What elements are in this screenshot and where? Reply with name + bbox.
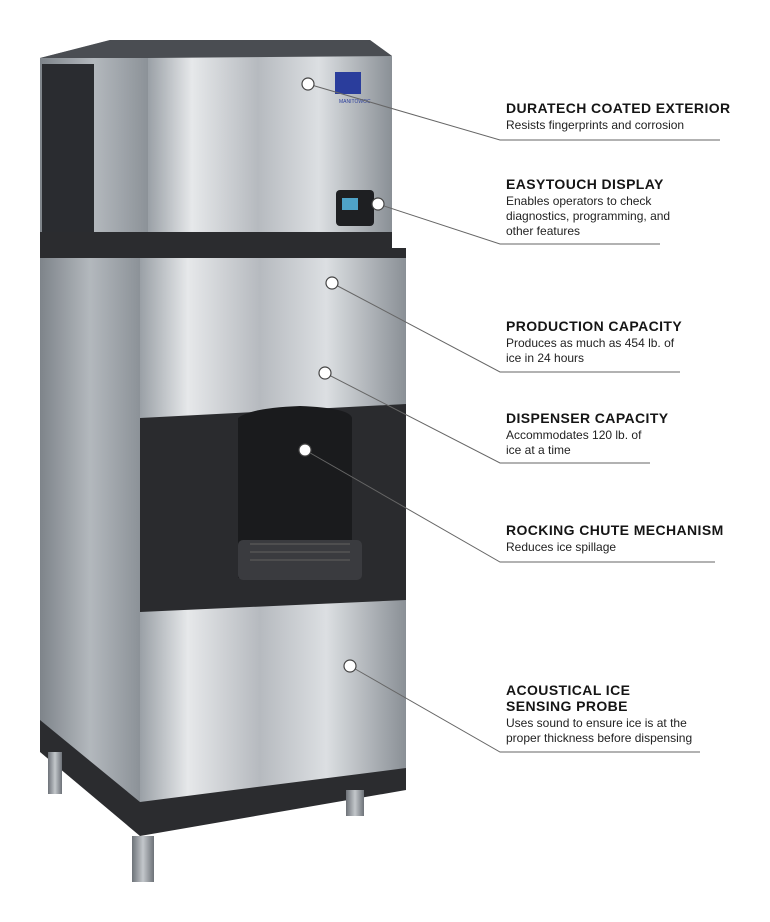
vent-louvers <box>42 64 94 234</box>
callout-leaders <box>304 83 720 753</box>
marker-production <box>325 276 339 290</box>
marker-dispenser <box>318 366 332 380</box>
callout-description: Accommodates 120 lb. of ice at a time <box>506 428 642 457</box>
callout-rocking-chute: ROCKING CHUTE MECHANISM Reduces ice spil… <box>506 522 756 555</box>
marker-probe <box>343 659 357 673</box>
marker-chute <box>298 443 312 457</box>
callout-description: Uses sound to ensure ice is at the prope… <box>506 716 693 745</box>
marker-display <box>371 197 385 211</box>
callout-description: Enables operators to check diagnostics, … <box>506 194 671 238</box>
callout-title: DURATECH COATED EXTERIOR <box>506 100 731 116</box>
brand-logo <box>335 72 361 94</box>
callout-title: EASYTOUCH DISPLAY <box>506 176 664 192</box>
callout-easytouch: EASYTOUCH DISPLAY Enables operators to c… <box>506 176 756 239</box>
callout-title: PRODUCTION CAPACITY <box>506 318 683 334</box>
legs <box>48 752 364 882</box>
callout-description: Reduces ice spillage <box>506 540 617 554</box>
callout-production: PRODUCTION CAPACITY Produces as much as … <box>506 318 756 366</box>
callout-title: ACOUSTICAL ICE SENSING PROBE <box>506 682 631 714</box>
callout-title: ROCKING CHUTE MECHANISM <box>506 522 724 538</box>
callout-duratech: DURATECH COATED EXTERIOR Resists fingerp… <box>506 100 756 133</box>
callout-acoustical-probe: ACOUSTICAL ICE SENSING PROBE Uses sound … <box>506 682 756 746</box>
callout-description: Resists fingerprints and corrosion <box>506 118 685 132</box>
ice-maker-head: MANITOWOC <box>40 40 392 248</box>
callout-dispenser: DISPENSER CAPACITY Accommodates 120 lb. … <box>506 410 756 458</box>
marker-exterior <box>301 77 315 91</box>
callout-title: DISPENSER CAPACITY <box>506 410 669 426</box>
callout-markers <box>298 77 385 673</box>
dispenser-body <box>40 248 406 836</box>
callout-description: Produces as much as 454 lb. of ice in 24… <box>506 336 675 365</box>
brand-logo-text: MANITOWOC <box>339 99 371 105</box>
